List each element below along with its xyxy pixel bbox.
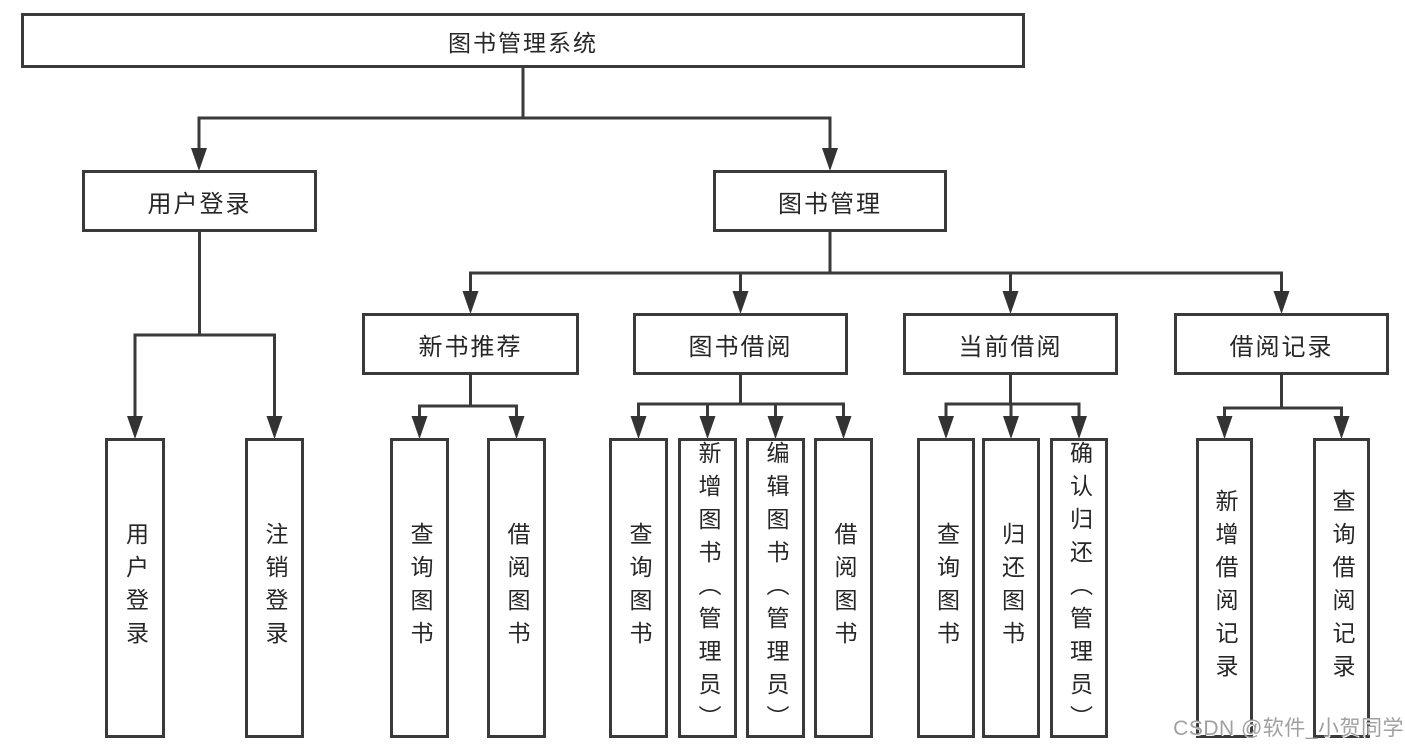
leaf-return-books: 归还图书 (982, 438, 1040, 738)
leaf-query-books-current: 查询图书 (917, 438, 975, 738)
connector-level3 (469, 271, 1283, 292)
node-borrow-records-label: 借阅记录 (1229, 333, 1334, 361)
connector-g2 (418, 404, 518, 418)
node-root: 图书管理系统 (21, 13, 1025, 68)
leaf-user-login: 用户登录 (105, 438, 165, 738)
leaf-edit-books-admin-label: 编辑图书（管理员） (763, 441, 789, 738)
leaf-query-borrow-record-label: 查询借阅记录 (1329, 489, 1355, 687)
leaf-confirm-return-admin-label: 确认归还（管理员） (1066, 441, 1093, 738)
leaf-borrow-books-recommend: 借阅图书 (487, 438, 546, 738)
node-root-label: 图书管理系统 (448, 29, 598, 56)
node-current-borrowing-label: 当前借阅 (958, 333, 1063, 361)
watermark-text: CSDN @软件_小贺同学 (1173, 717, 1404, 740)
arrowheads (127, 148, 1350, 439)
node-book-management: 图书管理 (713, 170, 947, 232)
connector-level2 (197, 116, 832, 148)
leaf-logout-login-label: 注销登录 (262, 522, 288, 654)
leaf-query-books-borrowing: 查询图书 (609, 438, 668, 738)
node-new-book-recommend-label: 新书推荐 (418, 333, 523, 361)
node-user-login-label: 用户登录 (147, 190, 252, 218)
leaf-borrow-books: 借阅图书 (814, 438, 873, 738)
leaf-query-books-borrowing-label: 查询图书 (626, 522, 652, 654)
leaf-query-books-current-label: 查询图书 (933, 522, 960, 654)
leaf-add-books-admin: 新增图书（管理员） (678, 438, 737, 738)
leaf-edit-books-admin: 编辑图书（管理员） (746, 438, 805, 738)
leaf-logout-login: 注销登录 (245, 438, 304, 738)
connector-g3 (637, 402, 845, 418)
leaf-user-login-label: 用户登录 (122, 522, 149, 654)
connector-g1 (133, 333, 276, 418)
leaf-add-borrow-record-label: 新增借阅记录 (1212, 489, 1238, 687)
leaf-query-books-recommend-label: 查询图书 (407, 522, 433, 654)
node-book-borrowing-label: 图书借阅 (688, 333, 793, 361)
leaf-query-borrow-record: 查询借阅记录 (1313, 438, 1370, 738)
leaf-add-borrow-record: 新增借阅记录 (1196, 438, 1253, 738)
leaf-query-books-recommend: 查询图书 (390, 438, 449, 738)
connector-g5 (1223, 406, 1343, 418)
node-book-management-label: 图书管理 (778, 190, 882, 218)
leaf-add-books-admin-label: 新增图书（管理员） (695, 441, 721, 738)
leaf-borrow-books-recommend-label: 借阅图书 (504, 522, 530, 654)
node-new-book-recommend: 新书推荐 (362, 313, 579, 375)
leaf-confirm-return-admin: 确认归还（管理员） (1050, 438, 1108, 738)
leaf-return-books-label: 归还图书 (998, 522, 1025, 654)
node-borrow-records: 借阅记录 (1174, 313, 1389, 375)
node-book-borrowing: 图书借阅 (633, 313, 848, 375)
node-user-login: 用户登录 (82, 170, 317, 232)
leaf-borrow-books-label: 借阅图书 (831, 522, 857, 654)
node-current-borrowing: 当前借阅 (903, 313, 1118, 375)
